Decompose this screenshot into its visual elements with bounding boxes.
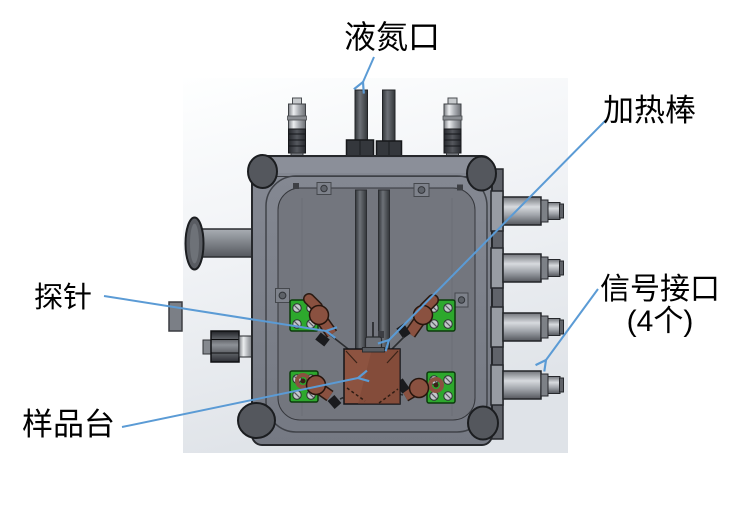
probe-arm-bottom-left	[295, 373, 363, 409]
door-groove-outline	[265, 175, 488, 433]
label-sample-stage: 样品台	[22, 407, 115, 442]
label-signal-interface: 信号接口 (4个)	[592, 273, 728, 339]
left-flange-port	[184, 216, 255, 271]
nitrogen-port-leader-arrow	[363, 56, 375, 82]
probe-leader-arrow	[103, 295, 326, 331]
chamber-top-chamfer	[255, 158, 489, 173]
left-swagelok-fitting	[202, 330, 255, 363]
signal-interface-leader-arrow	[546, 288, 599, 360]
sample-stage-leader-arrow	[121, 378, 358, 428]
label-liquid-nitrogen-port: 液氮口	[344, 19, 441, 55]
top-connector-left	[287, 97, 307, 159]
label-signal-interface-line1: 信号接口	[600, 273, 720, 306]
label-signal-interface-line2: (4个)	[626, 305, 694, 339]
probe-arm-top-right	[388, 294, 439, 353]
label-heating-rod: 加热棒	[603, 93, 696, 128]
left-wall-stub	[168, 301, 183, 332]
top-connector-right	[442, 97, 463, 159]
sample-stage	[343, 348, 401, 405]
label-probe: 探针	[34, 282, 93, 314]
interior-panel	[277, 187, 476, 421]
corner-clamp-knobs	[237, 154, 499, 441]
heating-rod-leader-arrow	[389, 119, 607, 340]
